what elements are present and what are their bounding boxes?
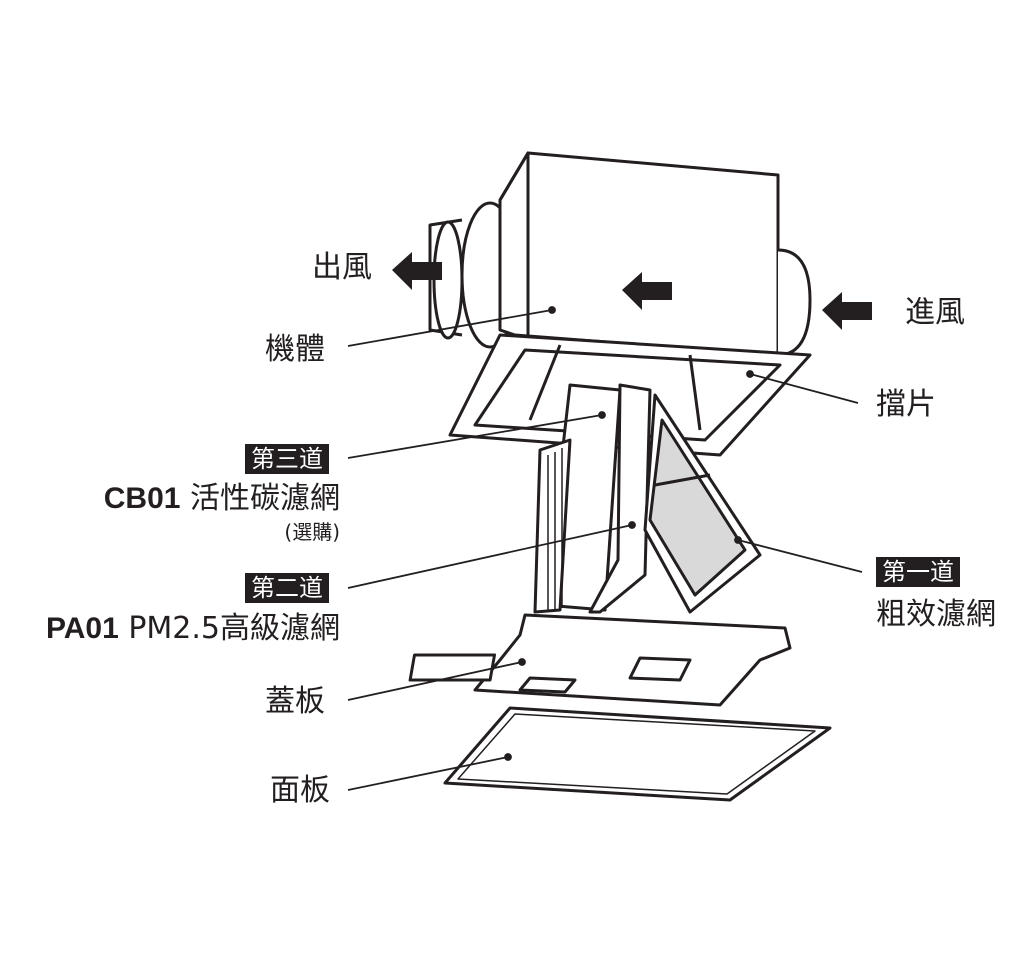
second-filter-model: PA01 — [45, 612, 119, 645]
third-filter-note: (選購) — [284, 520, 340, 544]
fan-unit-body — [498, 151, 780, 357]
outlet-label: 出風 — [312, 250, 372, 285]
inlet-duct — [777, 248, 812, 357]
activated-carbon-filter — [533, 383, 622, 614]
first-filter-tag: 第一道 — [876, 557, 960, 588]
outlet-arrow — [392, 252, 442, 290]
damper-label: 擋片 — [876, 387, 936, 422]
panel-label: 面板 — [270, 773, 330, 808]
airflow-arrows — [392, 252, 872, 330]
body-label: 機體 — [265, 332, 325, 367]
third-filter-model: CB01 — [103, 482, 181, 515]
cover-plate-shape — [408, 613, 792, 707]
third-filter-label: CB01 活性碳濾網 — [104, 484, 340, 514]
inlet-arrow — [822, 292, 872, 330]
leader-lines — [347, 306, 863, 791]
inlet-label: 進風 — [905, 295, 965, 330]
second-filter-tag: 第二道 — [245, 573, 329, 604]
pm25-filter — [588, 383, 652, 614]
third-filter-name: 活性碳濾網 — [190, 481, 340, 516]
cover-plate-label: 蓋板 — [265, 684, 325, 719]
second-filter-name: PM2.5高級濾網 — [128, 611, 340, 646]
body-arrow — [622, 272, 672, 310]
first-filter-name: 粗效濾網 — [876, 597, 996, 632]
second-filter-label: PA01 PM2.5高級濾網 — [46, 614, 340, 644]
coarse-filter — [643, 393, 762, 614]
face-panel-shape — [443, 706, 832, 802]
third-filter-tag: 第三道 — [245, 444, 329, 475]
